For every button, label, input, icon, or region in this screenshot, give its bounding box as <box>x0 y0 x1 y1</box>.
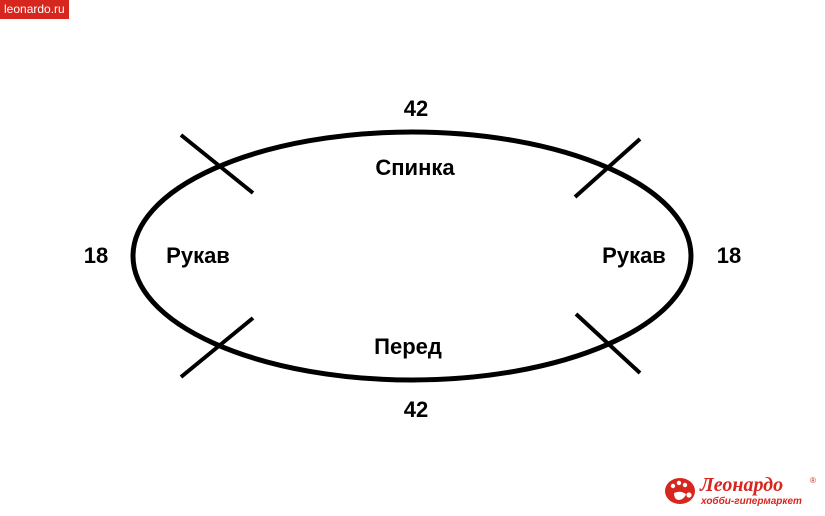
raglan-line-bottom-right <box>574 312 642 375</box>
site-badge[interactable]: leonardo.ru <box>0 0 69 19</box>
bottom-measure: 42 <box>404 397 428 422</box>
left-measure: 18 <box>84 243 108 268</box>
logo-tagline: хобби-гипермаркет <box>701 496 802 507</box>
store-logo[interactable]: Леонардо ® хобби-гипермаркет <box>664 474 820 510</box>
registered-mark: ® <box>810 476 816 485</box>
right-measure: 18 <box>717 243 741 268</box>
right-sleeve-label: Рукав <box>602 243 666 268</box>
raglan-line-bottom-left <box>179 316 255 379</box>
top-measure: 42 <box>404 96 428 121</box>
raglan-ellipse <box>130 129 694 383</box>
palette-hand-icon <box>665 478 695 504</box>
logo-name: Леонардо <box>700 474 784 496</box>
left-sleeve-label: Рукав <box>166 243 230 268</box>
raglan-line-top-left <box>179 133 255 195</box>
raglan-line-top-right <box>573 137 642 199</box>
front-label: Перед <box>374 334 442 359</box>
back-label: Спинка <box>375 155 455 180</box>
